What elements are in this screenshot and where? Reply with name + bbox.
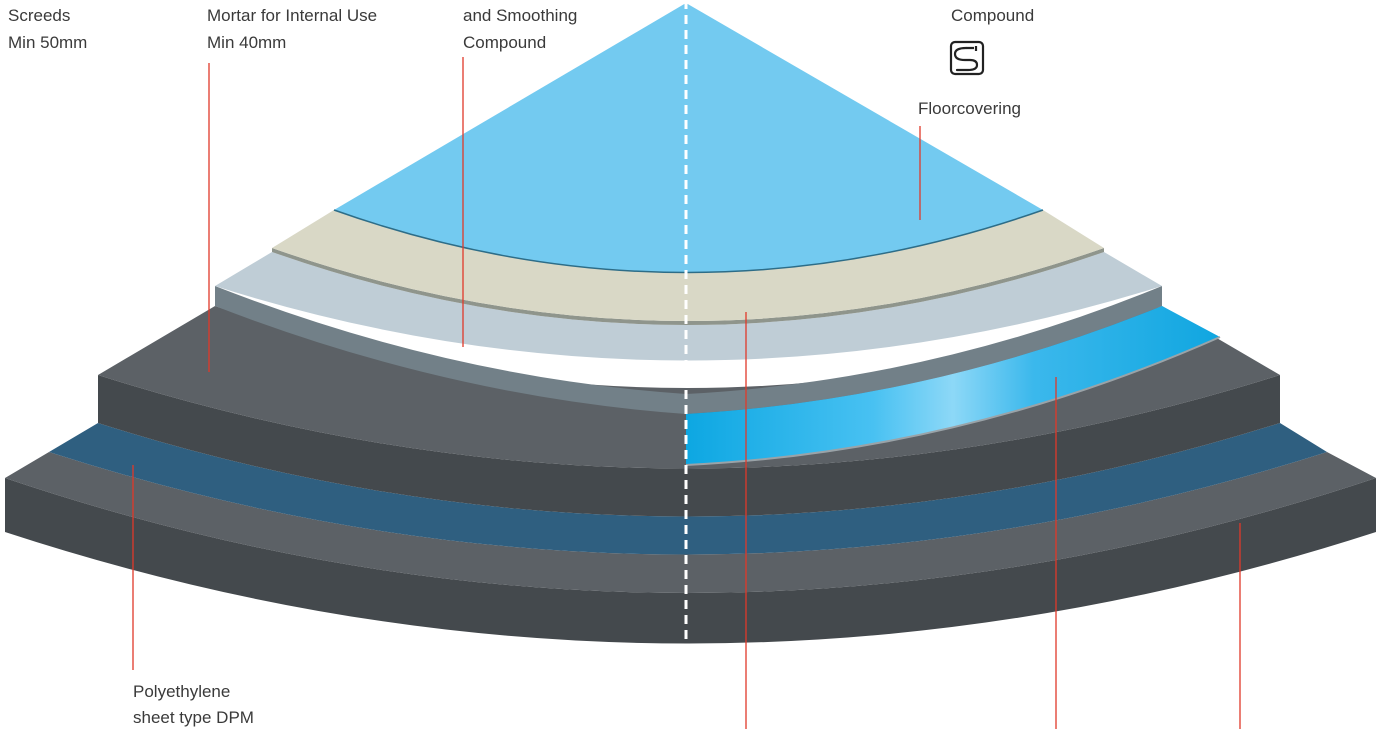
smoothing-compound-front (272, 248, 1104, 325)
base-screed-top (5, 452, 1376, 593)
compound-label: Compound (951, 6, 1034, 25)
dpm-sheet (49, 423, 1327, 555)
dpm-label-line2: sheet type DPM (133, 708, 254, 727)
mortar-front-left (215, 286, 686, 414)
smoothing-label-line1: and Smoothing (463, 6, 577, 25)
smoothing-label-line2: Compound (463, 33, 546, 52)
dpm-label-line1: Polyethylene (133, 682, 230, 701)
screeds-label-line1: Screeds (8, 6, 70, 25)
floorcovering-layer (333, 3, 1044, 274)
dpm-layer (49, 423, 1327, 555)
heating-cable-icon (949, 40, 985, 76)
base-screed-front (5, 478, 1376, 644)
smoothing-compound-layer (272, 210, 1104, 325)
mortar-layer (215, 252, 1162, 414)
mortar-label-line2: Min 40mm (207, 33, 286, 52)
screed-front (98, 375, 1280, 517)
floorcovering-top (334, 3, 1043, 273)
heating-layer-edge (685, 336, 1221, 466)
screed-layer (98, 306, 1280, 517)
smoothing-compound-top (272, 210, 1104, 321)
base-screed-layer (5, 452, 1376, 644)
mortar-label-line1: Mortar for Internal Use (207, 6, 377, 25)
heating-layer-surface (686, 306, 1220, 465)
leader-lines (132, 57, 1241, 729)
mortar-front-right (686, 286, 1162, 414)
screed-top (98, 306, 1280, 469)
screeds-label-line2: Min 50mm (8, 33, 87, 52)
mortar-top (215, 252, 1162, 361)
floorcovering-label: Floorcovering (918, 99, 1021, 118)
heating-layer (685, 306, 1221, 466)
